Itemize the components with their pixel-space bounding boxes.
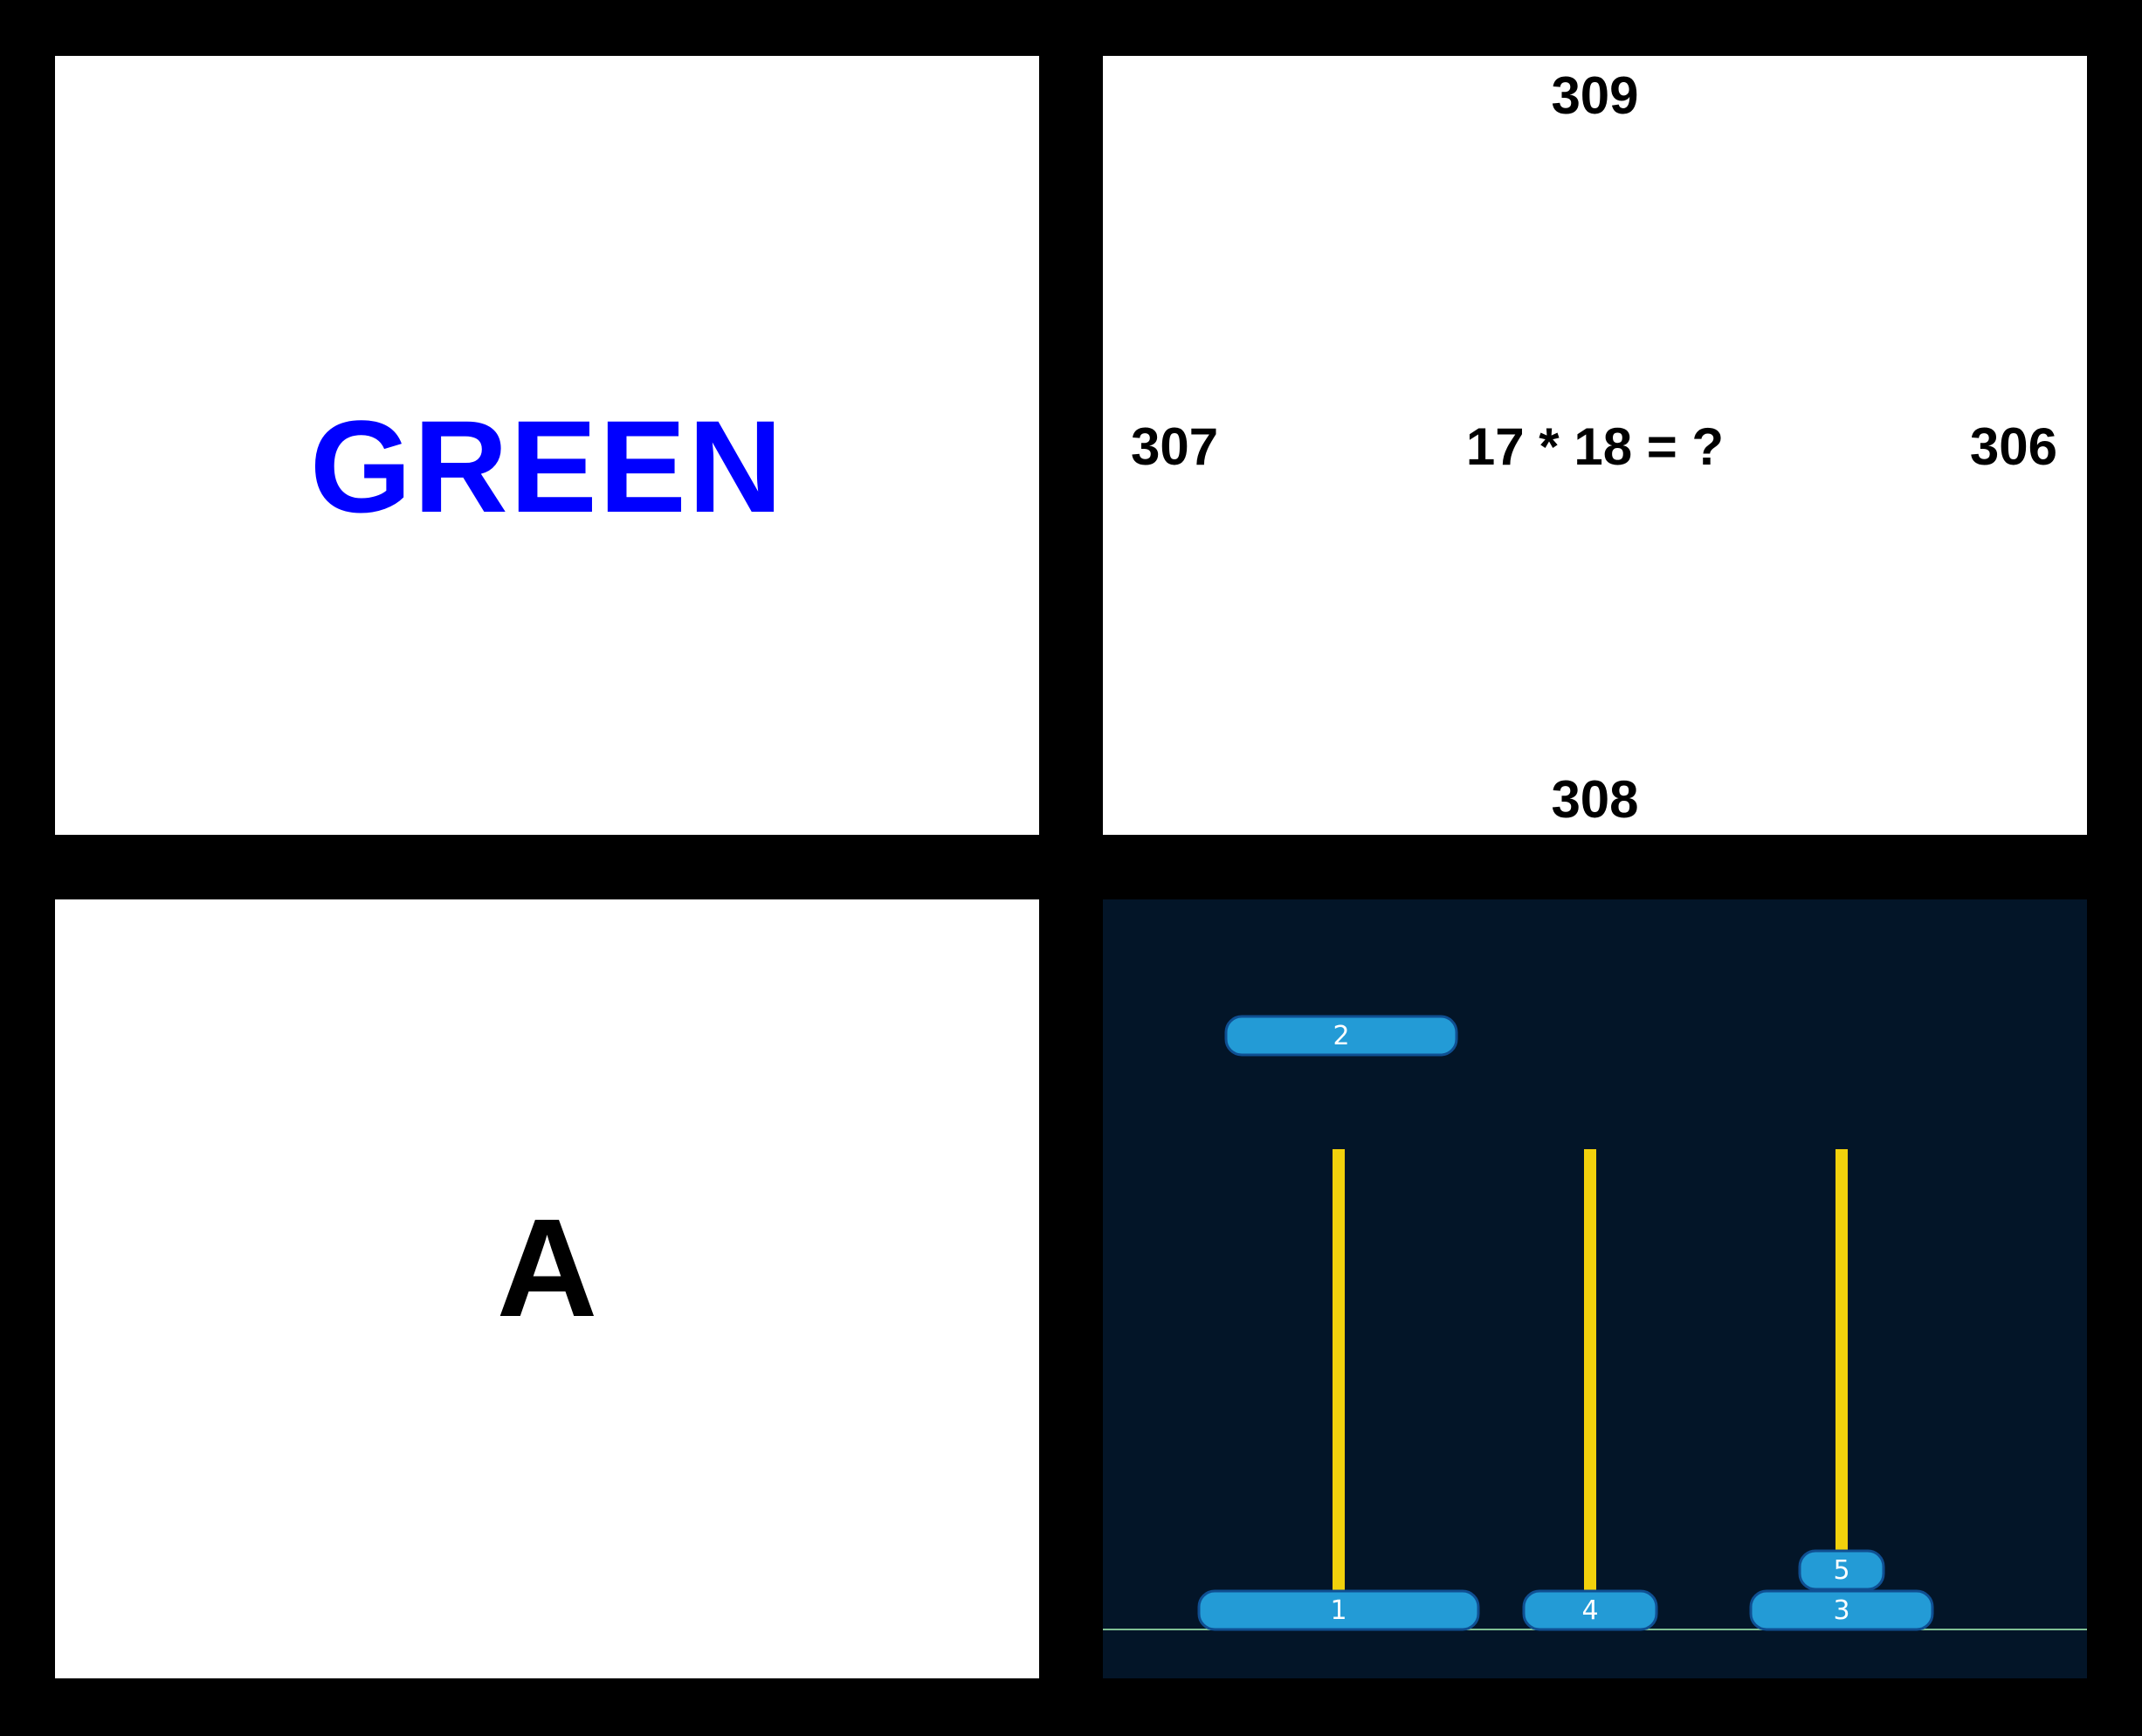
hanoi-peg-2[interactable] — [1584, 1149, 1596, 1603]
math-question: 17 * 18 = ? — [1465, 417, 1725, 476]
letter-panel: A — [55, 899, 1039, 1678]
stroop-word: GREEN — [309, 393, 785, 540]
hanoi-disk-label: 5 — [1833, 1555, 1849, 1586]
hanoi-disk-1[interactable]: 1 — [1197, 1589, 1480, 1631]
math-option-right[interactable]: 306 — [1969, 417, 2057, 476]
hanoi-disk-body[interactable] — [1197, 1589, 1480, 1631]
hanoi-disk-body[interactable] — [1798, 1549, 1885, 1591]
hanoi-peg-3[interactable] — [1836, 1149, 1848, 1603]
hanoi-disk-body[interactable] — [1224, 1015, 1458, 1057]
stroop-panel: GREEN — [55, 56, 1039, 835]
hanoi-peg-1[interactable] — [1333, 1149, 1345, 1603]
hanoi-disk-body[interactable] — [1522, 1589, 1658, 1631]
hanoi-disk-3[interactable]: 3 — [1749, 1589, 1934, 1631]
letter-stimulus: A — [496, 1189, 598, 1346]
math-option-top[interactable]: 309 — [1551, 66, 1639, 125]
hanoi-disk-5[interactable]: 5 — [1798, 1549, 1885, 1591]
hanoi-disk-label: 4 — [1581, 1595, 1598, 1626]
hanoi-disk-body[interactable] — [1749, 1589, 1934, 1631]
hanoi-board[interactable]: 1 4 3 5 2 — [1103, 899, 2087, 1678]
hanoi-disk-4[interactable]: 4 — [1522, 1589, 1658, 1631]
hanoi-disk-label: 2 — [1333, 1021, 1349, 1051]
hanoi-panel: 1 4 3 5 2 — [1103, 899, 2087, 1678]
math-panel: 309 307 17 * 18 = ? 306 308 — [1103, 56, 2087, 835]
math-option-bottom[interactable]: 308 — [1551, 770, 1639, 829]
hanoi-disk-label: 1 — [1330, 1595, 1346, 1626]
math-option-left[interactable]: 307 — [1131, 417, 1219, 476]
hanoi-disk-label: 3 — [1833, 1595, 1849, 1626]
hanoi-disk-2[interactable]: 2 — [1224, 1015, 1458, 1057]
